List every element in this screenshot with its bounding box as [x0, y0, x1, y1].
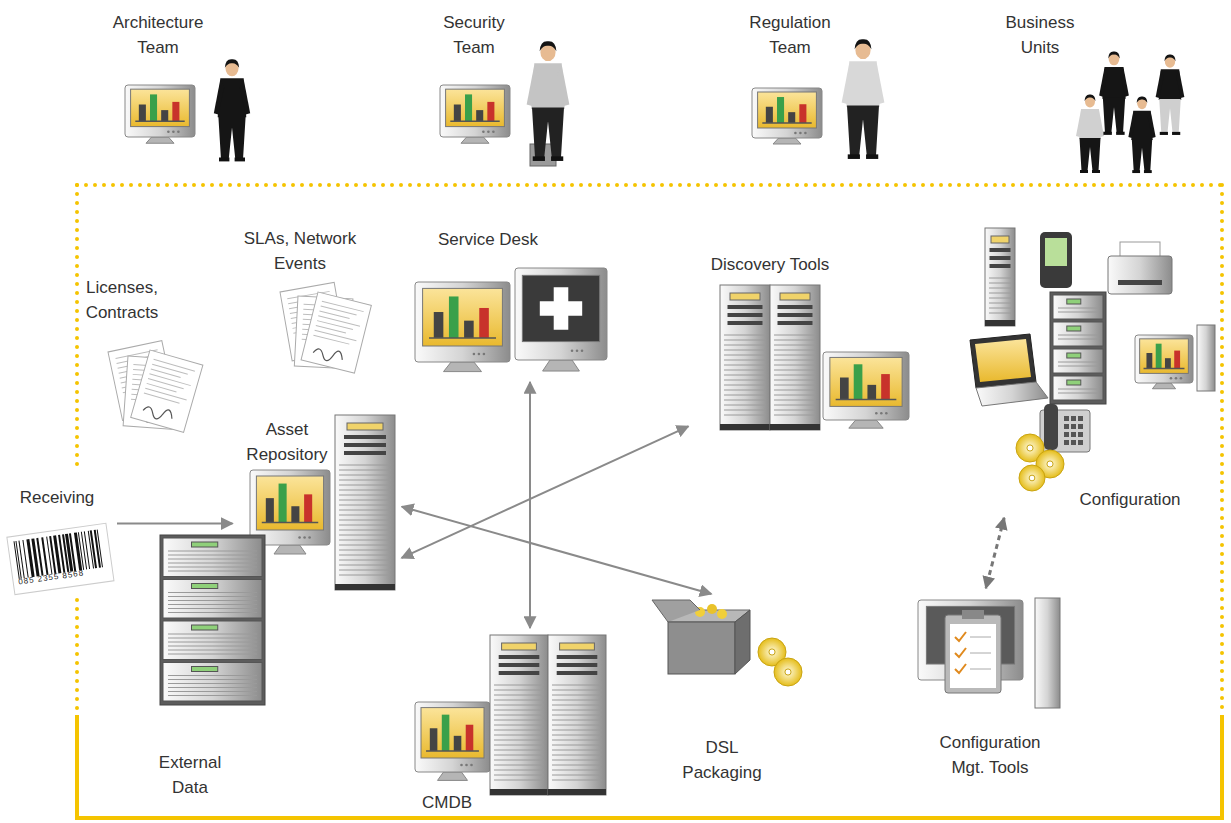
server-icon	[720, 285, 770, 430]
disc-icon	[774, 658, 802, 686]
monitor-icon	[752, 88, 822, 144]
icon-node: Discovery Tools	[692, 248, 915, 432]
person-figure	[1156, 54, 1185, 134]
node-label: External Data	[145, 750, 235, 800]
document-icon	[131, 350, 203, 432]
monitor-icon	[823, 352, 909, 428]
monitor-icon	[515, 268, 607, 371]
icon-node: Asset Repository	[237, 412, 399, 592]
box-icon	[652, 600, 750, 674]
person-figure	[214, 59, 250, 161]
person-figure	[527, 41, 570, 161]
icon-node: DSL Packaging	[655, 595, 795, 786]
laptop-icon	[970, 334, 1048, 406]
icon-node: External Data	[142, 532, 272, 804]
connector-arrow	[986, 518, 1004, 588]
connector-arrow	[117, 522, 233, 524]
connector-arrow	[402, 507, 711, 594]
node-label: Security Team	[429, 10, 519, 60]
disc-icon	[1019, 465, 1045, 491]
node-label: Asset Repository	[240, 417, 335, 467]
node-label: DSL Packaging	[675, 735, 770, 785]
server-icon	[335, 415, 395, 590]
node-label: Architecture Team	[103, 10, 213, 60]
monitor-icon	[918, 600, 1023, 690]
node-label: CMDB	[412, 790, 482, 815]
region-border	[77, 185, 1222, 818]
node-label: Configuration Mgt. Tools	[930, 730, 1050, 780]
monitor-icon	[1135, 335, 1193, 389]
monitor-icon	[415, 282, 510, 372]
node-label: Configuration	[1070, 487, 1190, 512]
icon-node: Regulation Team	[742, 5, 873, 167]
monitor-icon	[440, 85, 510, 143]
icon-node: Service Desk	[412, 222, 610, 378]
icon-node: Architecture Team	[100, 5, 235, 167]
monitor-icon	[125, 85, 195, 143]
barcode-icon	[7, 523, 114, 594]
connector-arrow	[402, 426, 689, 558]
node-label: Discovery Tools	[695, 252, 845, 277]
connector-arrow	[529, 382, 531, 628]
clipboard-icon	[945, 610, 1001, 693]
rack-icon	[1050, 292, 1106, 404]
document-icon	[301, 292, 371, 373]
server-icon	[770, 285, 820, 430]
node-label: SLAs, Network Events	[235, 226, 365, 276]
icon-node: CMDB	[408, 632, 610, 818]
phone-icon	[1040, 404, 1090, 452]
pda-icon	[1040, 232, 1072, 288]
tower-icon	[1197, 325, 1215, 391]
node-label: Service Desk	[428, 227, 548, 252]
person-figure	[842, 39, 885, 159]
icon-node: Configuration Mgt. Tools	[905, 592, 1075, 784]
person-figure	[1128, 96, 1155, 173]
icon-node: SLAs, Network Events	[228, 222, 378, 380]
node-label: Receiving	[10, 485, 105, 510]
server-icon	[985, 228, 1015, 326]
node-label: Business Units	[995, 10, 1085, 60]
node-label: Regulation Team	[745, 10, 835, 60]
printer-icon	[1108, 242, 1172, 294]
icon-node: Licenses, Contracts	[72, 268, 221, 430]
icon-node: Business Units	[990, 5, 1190, 177]
server-icon	[548, 635, 606, 795]
person-figure	[1076, 94, 1104, 173]
rack-icon	[160, 535, 265, 705]
node-label: Licenses, Contracts	[75, 275, 170, 325]
tower-icon	[1035, 598, 1060, 708]
server-icon	[490, 635, 548, 795]
icon-node: Configuration	[958, 222, 1220, 514]
monitor-icon	[415, 702, 490, 780]
person-figure	[1099, 51, 1129, 134]
icon-node: Security Team	[426, 5, 560, 167]
